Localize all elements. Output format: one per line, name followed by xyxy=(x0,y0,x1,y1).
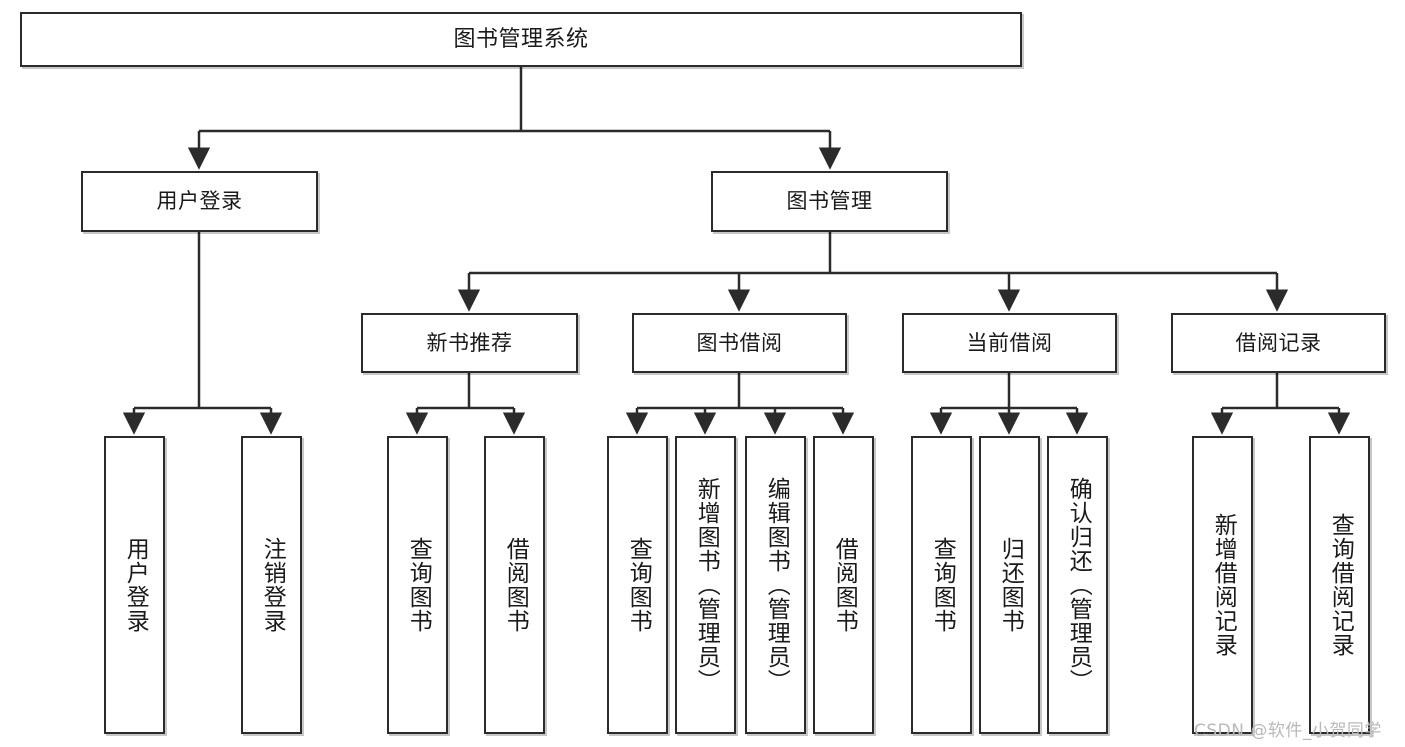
node-label: 查询图书 xyxy=(625,537,652,633)
node-book-management[interactable]: 图书管理 xyxy=(711,171,948,232)
node-label: 图书管理 xyxy=(786,189,873,214)
node-label: 借阅记录 xyxy=(1235,330,1322,355)
node-label: 图书管理系统 xyxy=(453,26,589,52)
node-leaf-return-books[interactable]: 归还图书 xyxy=(979,436,1040,734)
node-label: 图书借阅 xyxy=(696,330,783,355)
node-root-book-management-system[interactable]: 图书管理系统 xyxy=(20,12,1022,67)
node-label: 新增图书（管理员） xyxy=(693,477,720,693)
node-label: 编辑图书（管理员） xyxy=(763,477,790,693)
node-label: 查询图书 xyxy=(405,537,432,633)
node-label: 注销登录 xyxy=(259,537,286,633)
node-leaf-query-books-borrowing[interactable]: 查询图书 xyxy=(607,436,668,734)
node-leaf-confirm-return-admin[interactable]: 确认归还（管理员） xyxy=(1047,436,1108,734)
node-borrowing-records[interactable]: 借阅记录 xyxy=(1171,313,1386,373)
node-label: 归还图书 xyxy=(997,537,1024,633)
csdn-watermark: CSDN @软件_小贺同学 xyxy=(1194,721,1382,741)
node-label: 当前借阅 xyxy=(966,330,1053,355)
node-label: 新增借阅记录 xyxy=(1210,513,1237,657)
node-leaf-query-books-current[interactable]: 查询图书 xyxy=(911,436,972,734)
node-new-book-recommendation[interactable]: 新书推荐 xyxy=(361,313,578,373)
node-label: 确认归还（管理员） xyxy=(1065,477,1092,693)
node-current-borrowing[interactable]: 当前借阅 xyxy=(902,313,1117,373)
node-user-login[interactable]: 用户登录 xyxy=(81,171,318,232)
node-label: 查询图书 xyxy=(929,537,956,633)
node-label: 借阅图书 xyxy=(831,537,858,633)
node-leaf-borrow-books-borrowing[interactable]: 借阅图书 xyxy=(813,436,874,734)
node-label: 用户登录 xyxy=(122,537,149,633)
node-leaf-borrow-books-recommendation[interactable]: 借阅图书 xyxy=(484,436,545,734)
node-leaf-edit-book-admin[interactable]: 编辑图书（管理员） xyxy=(745,436,806,734)
node-label: 新书推荐 xyxy=(426,330,513,355)
node-label: 用户登录 xyxy=(156,189,243,214)
node-label: 查询借阅记录 xyxy=(1327,513,1354,657)
node-leaf-user-login[interactable]: 用户登录 xyxy=(104,436,165,734)
node-leaf-add-book-admin[interactable]: 新增图书（管理员） xyxy=(675,436,736,734)
node-leaf-query-borrowing-record[interactable]: 查询借阅记录 xyxy=(1309,436,1370,734)
node-leaf-logout[interactable]: 注销登录 xyxy=(241,436,302,734)
node-book-borrowing[interactable]: 图书借阅 xyxy=(632,313,847,373)
node-label: 借阅图书 xyxy=(502,537,529,633)
node-leaf-query-books-recommendation[interactable]: 查询图书 xyxy=(387,436,448,734)
node-leaf-add-borrowing-record[interactable]: 新增借阅记录 xyxy=(1192,436,1253,734)
